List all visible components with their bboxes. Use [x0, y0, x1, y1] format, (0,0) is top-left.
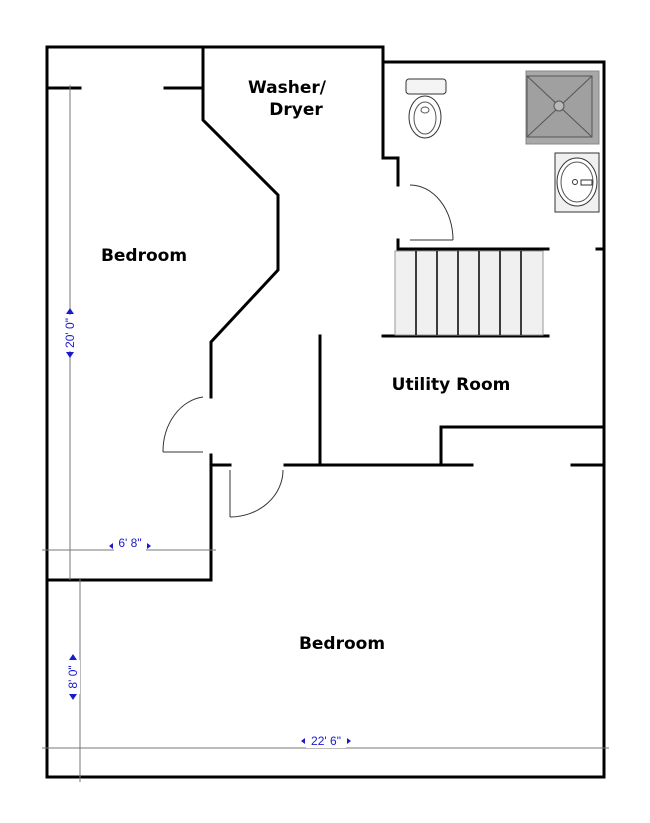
sink-icon [554, 152, 600, 213]
bathroom-door [409, 184, 454, 241]
bedroom-top-label: Bedroom [101, 246, 187, 266]
bedroom-bottom-label: Bedroom [299, 634, 385, 654]
utility-room-label: Utility Room [392, 375, 511, 395]
walls [45, 45, 606, 779]
bedroom2-door [229, 469, 284, 518]
bedroom-door [162, 396, 204, 453]
dimension-20ft: 20' 0" [63, 308, 77, 358]
dimension-6ft8: 6' 8" [109, 536, 151, 551]
svg-text:6' 8": 6' 8" [118, 536, 141, 550]
svg-text:22' 6": 22' 6" [311, 734, 341, 748]
toilet-icon [405, 78, 447, 139]
washer-dryer-label-line2: Dryer [269, 100, 323, 120]
room-labels: Washer/ Dryer Bedroom Utility Room Bedro… [101, 78, 510, 654]
dimension-22ft6: 22' 6" [301, 734, 351, 748]
dimension-8ft: 8' 0" [66, 654, 80, 700]
washer-dryer-label-line1: Washer/ [248, 78, 327, 98]
shower-icon [525, 70, 600, 145]
doors [162, 184, 454, 518]
svg-text:20' 0": 20' 0" [63, 318, 77, 348]
stairs [394, 250, 544, 336]
dimension-lines: 20' 0" 6' 8" 8' 0" 22' 6" [42, 85, 609, 782]
svg-text:8' 0": 8' 0" [66, 665, 80, 688]
